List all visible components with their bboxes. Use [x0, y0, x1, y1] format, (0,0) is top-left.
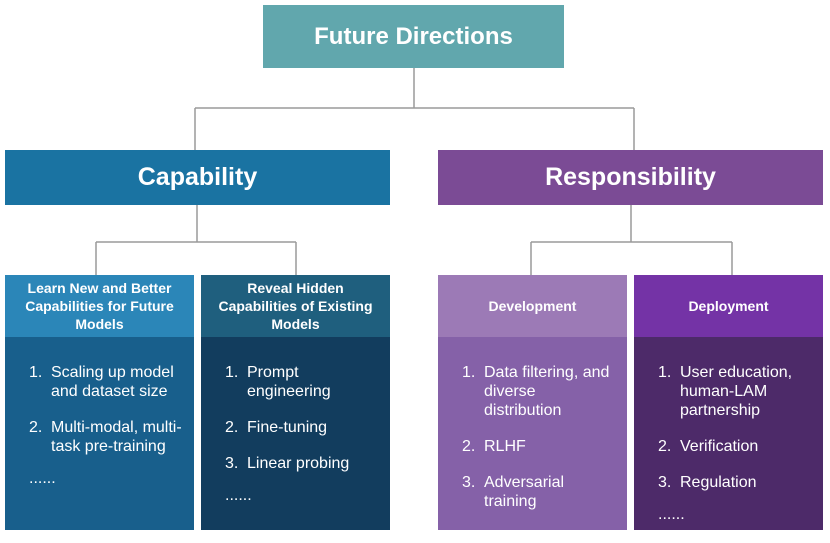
list-item: 1. Data filtering, and diverse distribut… [462, 364, 610, 419]
capability-node: Capability [5, 150, 390, 205]
responsibility-node: Responsibility [438, 150, 823, 205]
capability-connector [95, 205, 297, 275]
deployment-list: 1. User education, human-LAM partnership… [634, 337, 823, 530]
more-ellipsis: ...... [658, 506, 685, 523]
list-item: 2. Multi-modal, multi-task pre-training [29, 419, 182, 455]
list-item: 2. Verification [658, 438, 759, 455]
more-ellipsis: ...... [225, 487, 252, 504]
list-item: 1. Prompt engineering [225, 364, 331, 400]
list-item: 3. Adversarial training [462, 474, 565, 510]
development-list: 1. Data filtering, and diverse distribut… [438, 337, 627, 542]
reveal-capabilities-header: Reveal Hidden Capabilities of Existing M… [201, 275, 390, 337]
list-item: 3. Regulation [658, 474, 757, 491]
responsibility-connector [530, 205, 733, 275]
root-node: Future Directions [263, 5, 564, 68]
learn-capabilities-header: Learn New and Better Capabilities for Fu… [5, 275, 194, 337]
more-ellipsis: ...... [462, 525, 489, 542]
list-item: 1. Scaling up model and dataset size [29, 364, 174, 400]
root-connector [194, 68, 635, 150]
deployment-header: Deployment [634, 275, 823, 337]
learn-capabilities-list: 1. Scaling up model and dataset size 2. … [5, 337, 194, 530]
list-item: 2. RLHF [462, 438, 526, 455]
list-item: 1. User education, human-LAM partnership [658, 364, 793, 419]
more-ellipsis: ...... [29, 470, 56, 487]
reveal-capabilities-list: 1. Prompt engineering 2. Fine-tuning 3. … [201, 337, 390, 530]
list-item: 2. Fine-tuning [225, 419, 328, 436]
list-item: 3. Linear probing [225, 455, 350, 472]
development-header: Development [438, 275, 627, 337]
